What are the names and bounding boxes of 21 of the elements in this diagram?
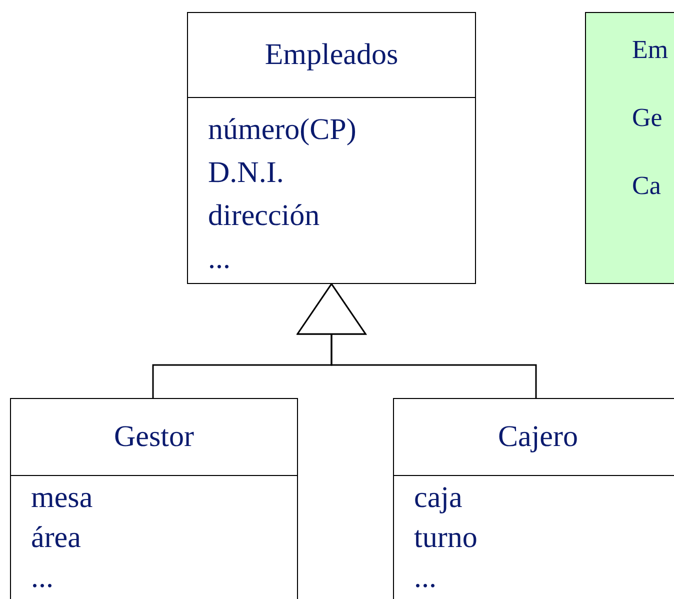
attribute-text: dirección <box>208 198 320 234</box>
attribute-text: ... <box>208 241 230 277</box>
class-name: Empleados <box>264 40 398 70</box>
attribute-text: número(CP) <box>208 112 356 148</box>
note-text: Ca <box>632 171 661 201</box>
class-box <box>393 398 674 599</box>
attribute-text: área <box>31 520 81 556</box>
note-text: Em <box>632 35 668 65</box>
note-text: Ge <box>632 103 662 133</box>
generalization-arrow <box>296 283 537 398</box>
class-name: Cajero <box>498 422 578 452</box>
attribute-text: D.N.I. <box>208 155 284 191</box>
attribute-text: ... <box>31 560 54 596</box>
note-box <box>585 12 674 284</box>
class-name: Gestor <box>114 422 194 452</box>
attribute-text: caja <box>414 480 462 516</box>
attribute-text: ... <box>414 560 436 596</box>
class-box <box>10 398 298 599</box>
attribute-text: mesa <box>31 480 93 516</box>
attribute-text: turno <box>414 520 478 556</box>
class-box <box>187 12 476 284</box>
